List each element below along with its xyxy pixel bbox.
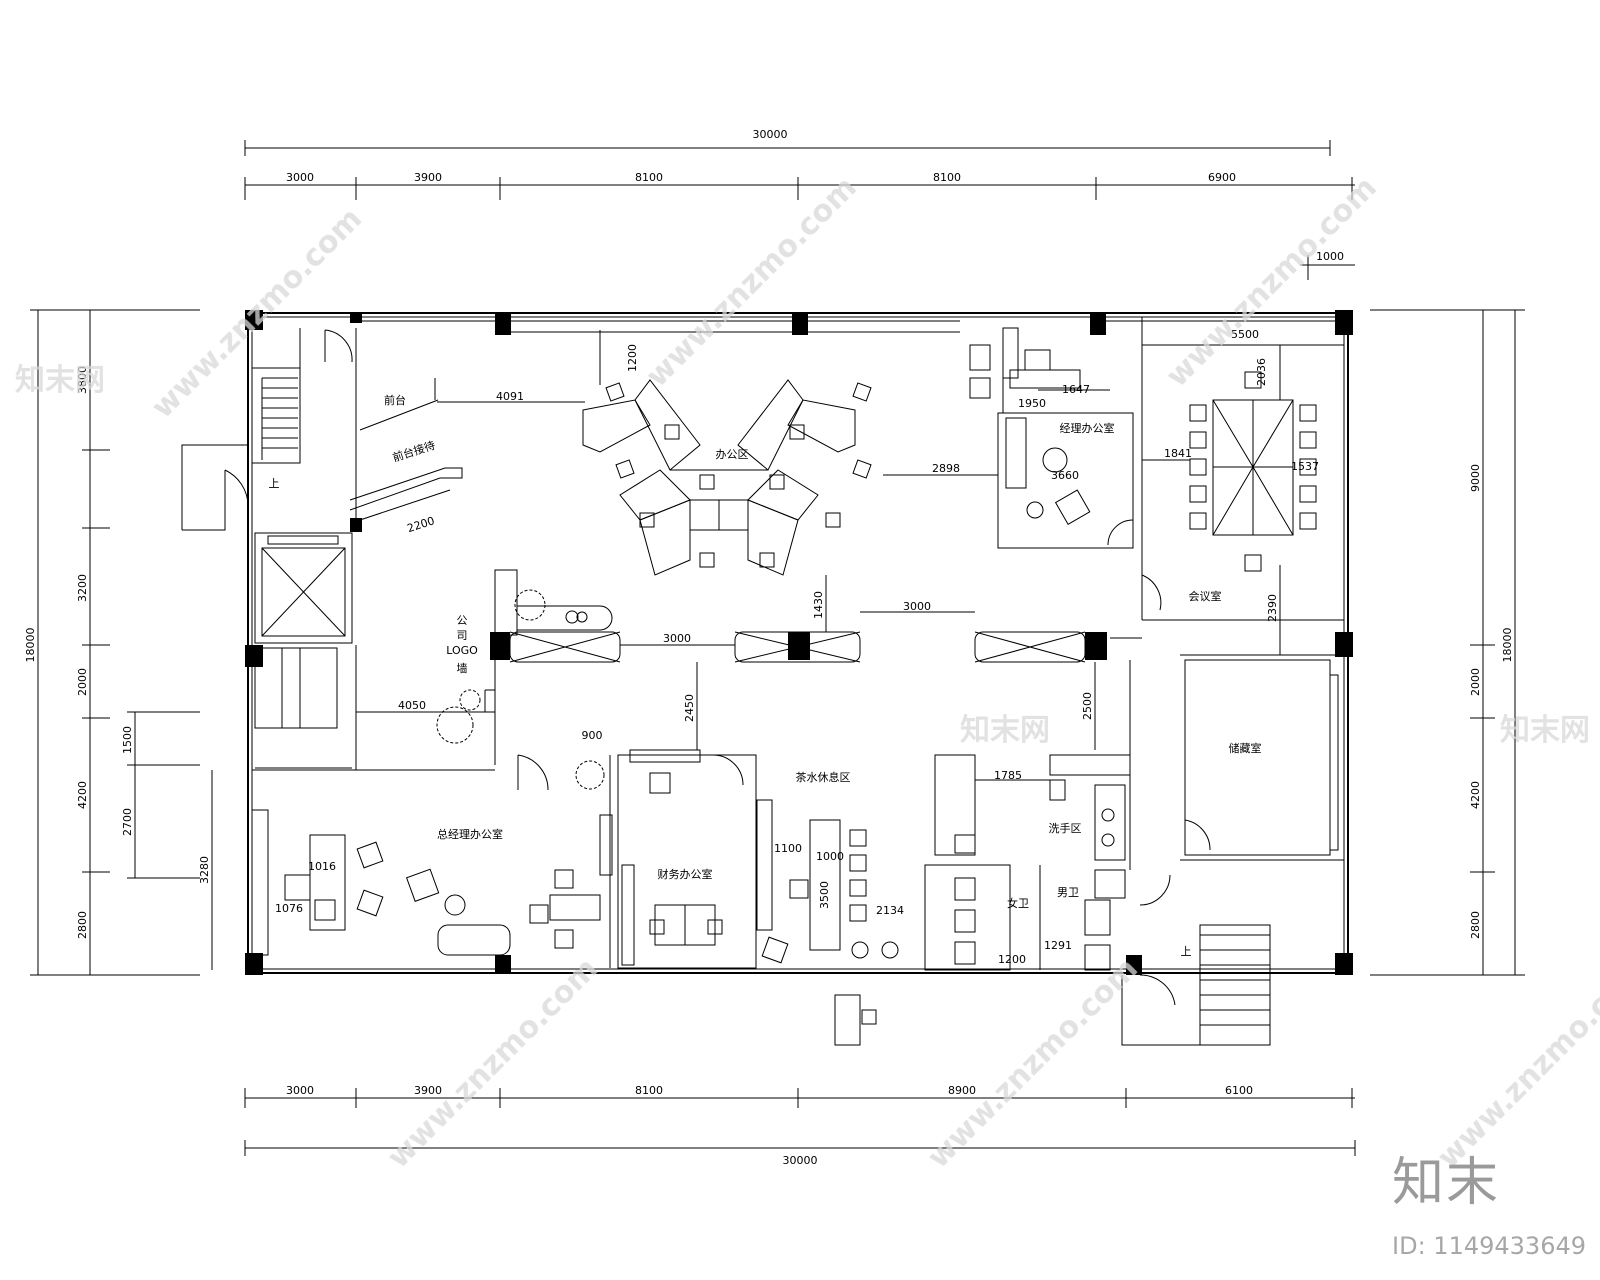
logo-wall-line-3: LOGO	[446, 644, 478, 657]
dim-top-seg-5: 6900	[1208, 171, 1236, 184]
dim-bottom-seg-3: 8100	[635, 1084, 663, 1097]
dim-1537: 1537	[1291, 460, 1319, 473]
dim-left-seg-3: 2000	[76, 668, 89, 696]
dim-left-seg-2: 3200	[76, 574, 89, 602]
dim-left-seg-4: 4200	[76, 781, 89, 809]
dim-3000-b: 3000	[903, 600, 931, 613]
room-manager-office: 经理办公室	[1060, 421, 1115, 435]
watermark-5: www.znzmo.com	[921, 951, 1145, 1175]
dim-right-seg-1: 9000	[1469, 464, 1482, 492]
watermark-cn-2: 知末网	[960, 713, 1050, 748]
dim-top-overall: 30000	[753, 128, 788, 141]
dim-3660: 3660	[1051, 469, 1079, 482]
dim-1000: 1000	[816, 850, 844, 863]
dim-left-inner-1: 1500	[121, 726, 134, 754]
watermark-cn-3: 知末网	[1500, 713, 1590, 748]
dim-5500: 5500	[1231, 328, 1259, 341]
dim-bottom-overall: 30000	[783, 1154, 818, 1167]
room-storage: 储藏室	[1229, 741, 1262, 755]
room-tea-area: 茶水休息区	[796, 770, 851, 784]
dim-2500: 2500	[1081, 692, 1094, 720]
logo-wall-line-2: 司	[457, 629, 468, 642]
room-office-area: 办公区	[716, 448, 749, 461]
dim-1950: 1950	[1018, 397, 1046, 410]
dim-bottom-seg-1: 3000	[286, 1084, 314, 1097]
stair-up-right: 上	[1181, 945, 1192, 958]
dim-1841: 1841	[1164, 447, 1192, 460]
logo-wall-line-1: 公	[457, 614, 468, 627]
dim-left-seg-1: 3800	[76, 366, 89, 394]
dim-top-seg-3: 8100	[635, 171, 663, 184]
room-female-wc: 女卫	[1007, 896, 1029, 910]
dim-2134: 2134	[876, 904, 904, 917]
watermark-4: www.znzmo.com	[381, 951, 605, 1175]
dim-bottom-seg-5: 6100	[1225, 1084, 1253, 1097]
dim-left-door: 3280	[198, 856, 211, 884]
dim-bottom-seg-4: 8900	[948, 1084, 976, 1097]
dim-top-seg-1: 3000	[286, 171, 314, 184]
dim-1016: 1016	[308, 860, 336, 873]
dim-3000-a: 3000	[663, 632, 691, 645]
dim-left-seg-5: 2800	[76, 911, 89, 939]
dim-1200-b: 1200	[998, 953, 1026, 966]
dim-2036: 2036	[1255, 358, 1268, 386]
watermark-2: www.znzmo.com	[640, 170, 864, 394]
dim-left-inner-2: 2700	[121, 808, 134, 836]
image-id-label: ID: 1149433649	[1392, 1232, 1586, 1260]
dim-bottom-seg-2: 3900	[414, 1084, 442, 1097]
dim-1785: 1785	[994, 769, 1022, 782]
dim-4091: 4091	[496, 390, 524, 403]
room-washroom: 洗手区	[1049, 821, 1082, 835]
watermark-3: www.znzmo.com	[1160, 170, 1384, 394]
dim-2898: 2898	[932, 462, 960, 475]
watermark-cn-1: 知末网	[15, 363, 105, 398]
room-front-desk: 前台接待	[391, 438, 437, 465]
room-male-wc: 男卫	[1057, 886, 1079, 899]
dim-1291: 1291	[1044, 939, 1072, 952]
dim-top-small: 1000	[1316, 250, 1344, 263]
room-finance: 财务办公室	[658, 867, 713, 881]
dim-2200: 2200	[406, 514, 437, 535]
room-meeting: 会议室	[1189, 589, 1222, 603]
room-gm-office: 总经理办公室	[437, 827, 503, 841]
dim-1430: 1430	[812, 591, 825, 619]
room-reception: 前台	[384, 393, 406, 407]
dim-right-seg-4: 2800	[1469, 911, 1482, 939]
dim-top-seg-2: 3900	[414, 171, 442, 184]
dim-1200: 1200	[626, 344, 639, 372]
dim-1076: 1076	[275, 902, 303, 915]
dim-900: 900	[582, 729, 603, 742]
stair-up-left: 上	[269, 477, 280, 490]
dim-4050: 4050	[398, 699, 426, 712]
brand-logo: 知末	[1391, 1153, 1500, 1213]
dim-2450: 2450	[683, 694, 696, 722]
dim-right-seg-2: 2000	[1469, 668, 1482, 696]
dim-left-overall: 18000	[24, 628, 37, 663]
dim-right-overall: 18000	[1501, 628, 1514, 663]
dim-2390: 2390	[1266, 594, 1279, 622]
dim-3500: 3500	[818, 881, 831, 909]
dim-right-seg-3: 4200	[1469, 781, 1482, 809]
dim-1100: 1100	[774, 842, 802, 855]
logo-wall-line-4: 墙	[457, 661, 468, 675]
dim-1647: 1647	[1062, 383, 1090, 396]
dim-top-seg-4: 8100	[933, 171, 961, 184]
